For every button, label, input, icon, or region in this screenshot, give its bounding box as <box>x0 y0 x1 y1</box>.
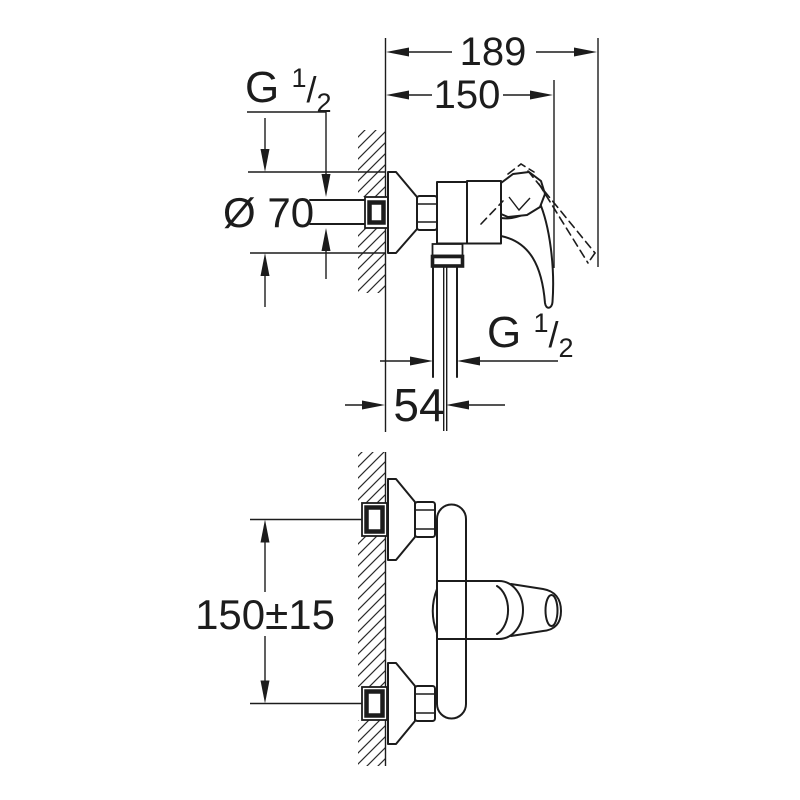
outlet-offset-label: 54 <box>393 379 444 431</box>
handle-grip <box>510 583 562 637</box>
escutcheon-top <box>387 478 416 561</box>
wall-union-square <box>364 196 389 229</box>
handle-dome-inner <box>496 585 510 635</box>
dim-label-150: 150 <box>434 73 501 117</box>
connection-bottom <box>361 662 436 745</box>
valve-body <box>436 180 502 245</box>
dimension-150-15: 150±15 <box>195 518 362 705</box>
dimension-g-half-inlet: G 1/2 <box>245 63 332 279</box>
arrowhead-right <box>574 47 597 57</box>
front-view: 150±15 <box>195 452 562 766</box>
arrowhead-left <box>386 47 409 57</box>
lever-handle-side <box>500 171 555 309</box>
flange-diameter-label: Ø 70 <box>223 189 314 236</box>
handle-dome-outer <box>498 580 524 640</box>
lever-handle-raised-dashed <box>480 163 596 264</box>
escutcheon-bottom <box>387 662 416 745</box>
wall-section-top <box>358 38 387 432</box>
lever-handle-front <box>436 580 562 640</box>
outlet-thread-label: G 1/2 <box>487 308 574 363</box>
lever-cap-notch <box>508 196 531 212</box>
escutcheon-flange <box>387 171 418 254</box>
dimension-diameter-70: Ø 70 <box>223 118 386 307</box>
connection-spacing-label: 150±15 <box>195 591 335 638</box>
nut-top <box>414 501 436 538</box>
nut-bottom <box>414 685 436 722</box>
supply-pipe <box>309 199 366 225</box>
cartridge-bulge <box>431 588 438 634</box>
inlet-thread-label: G 1/2 <box>245 63 332 118</box>
grip-end-oval <box>544 594 559 627</box>
outlet-elbow <box>430 243 465 268</box>
dimension-g-half-outlet: G 1/2 <box>380 308 574 366</box>
dimension-189: 189 <box>386 30 599 267</box>
top-view: 189 150 G 1/2 Ø 70 <box>223 30 599 432</box>
leader-line <box>247 111 327 174</box>
lever-cap <box>500 171 546 218</box>
wall-hatch-lower <box>358 228 386 293</box>
body-capsule <box>431 503 467 720</box>
wall-hatch-upper <box>358 130 386 197</box>
dimension-150: 150 <box>386 73 555 268</box>
dimension-54: 54 <box>345 379 505 431</box>
dim-label-189: 189 <box>460 30 527 74</box>
connection-top <box>361 478 436 561</box>
mounting-nut <box>416 195 438 231</box>
lever-blade <box>500 200 555 309</box>
outlet-pipe <box>432 266 458 431</box>
